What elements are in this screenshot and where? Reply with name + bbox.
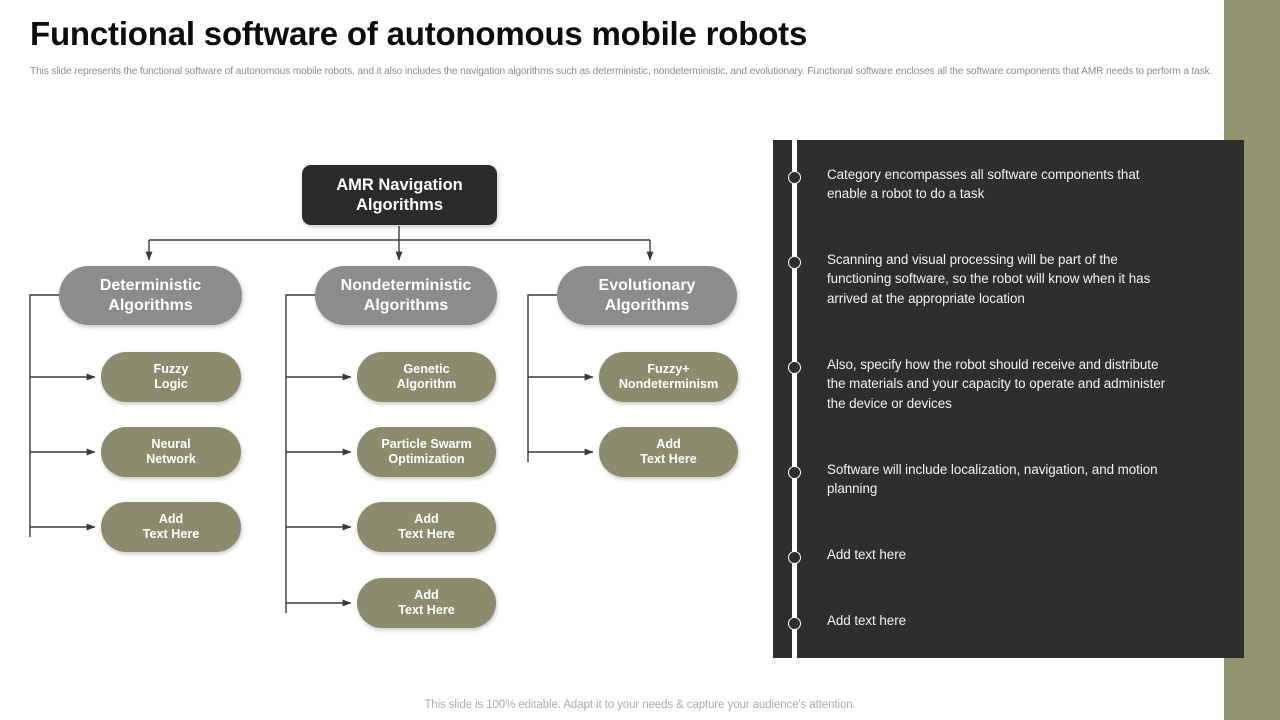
node-category-evolutionary[interactable]: Evolutionary Algorithms (557, 266, 737, 325)
node-category-deterministic[interactable]: Deterministic Algorithms (59, 266, 242, 325)
node-leaf-label: Add Text Here (398, 512, 454, 543)
footer-note: This slide is 100% editable. Adapt it to… (424, 699, 856, 711)
node-label-line2: Algorithms (363, 296, 449, 314)
node-leaf-neural-network[interactable]: Neural Network (101, 427, 241, 477)
bullet-text: Also, specify how the robot should recei… (827, 357, 1166, 411)
node-label-line2: Text Here (398, 527, 455, 541)
bullet-list: Category encompasses all software compon… (773, 140, 1244, 658)
node-label-line1: Deterministic (99, 276, 202, 294)
bullet-text: Category encompasses all software compon… (827, 167, 1140, 202)
timeline-rail (792, 140, 797, 658)
node-label-line1: Particle Swarm (381, 436, 472, 451)
node-leaf-fuzzy-nondeterminism[interactable]: Fuzzy+ Nondeterminism (599, 352, 738, 402)
node-label-line1: Add (414, 511, 439, 526)
node-leaf-fuzzy-logic[interactable]: Fuzzy Logic (101, 352, 241, 402)
node-leaf-add-text-here-3[interactable]: Add Text Here (357, 578, 496, 628)
bullet-marker-icon (788, 551, 801, 564)
info-panel: Category encompasses all software compon… (773, 140, 1244, 658)
node-leaf-label: Particle Swarm Optimization (381, 437, 471, 468)
navigation-algorithms-diagram: AMR Navigation Algorithms Deterministic … (29, 165, 738, 628)
node-leaf-add-text-here-2[interactable]: Add Text Here (357, 502, 496, 552)
node-label-line1: Genetic (403, 361, 450, 376)
node-root-line2: Algorithms (355, 196, 444, 214)
bullet-marker-icon (788, 466, 801, 479)
node-label-line2: Network (146, 452, 196, 466)
node-leaf-genetic-algorithm[interactable]: Genetic Algorithm (357, 352, 496, 402)
bullet-text: Scanning and visual processing will be p… (827, 252, 1151, 306)
node-leaf-label: Add Text Here (398, 588, 454, 619)
node-category-evolutionary-label: Evolutionary Algorithms (599, 276, 696, 315)
node-label-line1: Evolutionary (598, 276, 696, 294)
page-title: Functional software of autonomous mobile… (30, 15, 808, 52)
node-label-line2: Text Here (398, 603, 455, 617)
bullet-text: Software will include localization, navi… (827, 462, 1158, 497)
node-label-line2: Algorithms (108, 296, 193, 314)
node-leaf-label: Genetic Algorithm (397, 362, 456, 393)
page-subtitle: This slide represents the functional sof… (30, 66, 1213, 77)
node-leaf-label: Add Text Here (143, 512, 199, 543)
node-label-line2: Text Here (142, 527, 200, 541)
bullet-marker-icon (788, 361, 801, 374)
bullet-marker-icon (788, 256, 801, 269)
node-category-nondeterministic[interactable]: Nondeterministic Algorithms (315, 266, 497, 325)
node-label-line2: Nondeterminism (618, 377, 719, 391)
node-label-line2: Algorithm (396, 377, 457, 391)
node-leaf-label: Fuzzy+ Nondeterminism (619, 362, 718, 393)
node-label-line2: Optimization (388, 452, 465, 466)
bullet-text: Add text here (827, 613, 907, 628)
node-root-line1: AMR Navigation (336, 175, 463, 194)
node-leaf-label: Add Text Here (640, 437, 696, 468)
node-label-line1: Fuzzy+ (647, 361, 690, 376)
node-leaf-add-text-here-4[interactable]: Add Text Here (599, 427, 738, 477)
node-label-line1: Neural (151, 436, 191, 451)
node-root-label: AMR Navigation Algorithms (336, 175, 463, 215)
node-root-amr-navigation[interactable]: AMR Navigation Algorithms (302, 165, 497, 225)
node-leaf-label: Neural Network (146, 437, 196, 468)
bullet-text: Add text here (827, 547, 907, 562)
node-leaf-particle-swarm-optimization[interactable]: Particle Swarm Optimization (357, 427, 496, 477)
node-label-line1: Fuzzy (153, 361, 189, 376)
node-label-line1: Add (414, 587, 439, 602)
node-label-line1: Add (656, 436, 681, 451)
bullet-marker-icon (788, 171, 801, 184)
node-label-line2: Logic (154, 377, 188, 391)
node-label-line1: Add (158, 511, 184, 526)
node-category-deterministic-label: Deterministic Algorithms (100, 276, 201, 315)
node-category-nondeterministic-label: Nondeterministic Algorithms (341, 276, 472, 315)
node-leaf-label: Fuzzy Logic (154, 362, 189, 393)
node-label-line2: Text Here (640, 452, 697, 466)
bullet-marker-icon (788, 617, 801, 630)
node-label-line2: Algorithms (604, 296, 690, 314)
node-leaf-add-text-here-1[interactable]: Add Text Here (101, 502, 241, 552)
node-label-line1: Nondeterministic (340, 276, 472, 294)
